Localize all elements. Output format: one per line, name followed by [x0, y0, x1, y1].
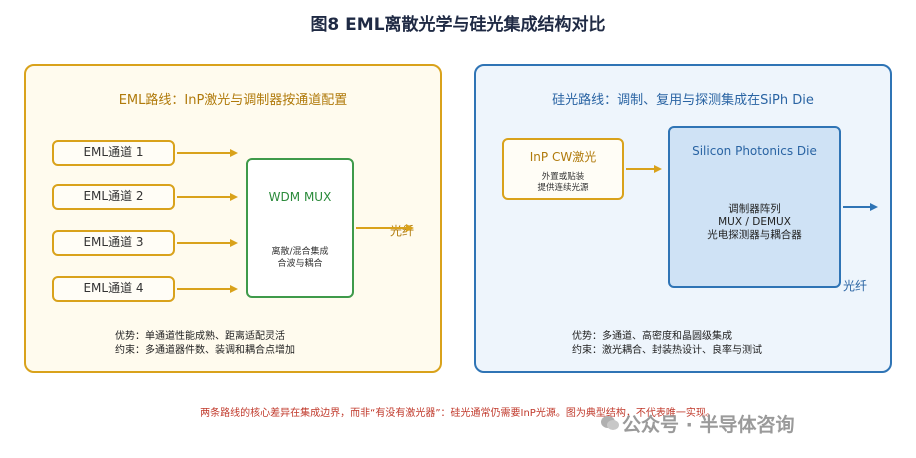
eml-constraint: 约束：多通道器件数、装调和耦合点增加 — [115, 345, 295, 356]
wdm-mux-title: WDM MUX — [268, 190, 332, 204]
siph-notes: 优势：多通道、高密度和晶圆级集成 约束：激光耦合、封装热设计、良率与测试 — [572, 330, 762, 358]
eml-notes: 优势：单通道性能成熟、距离适配灵活 约束：多通道器件数、装调和耦合点增加 — [115, 330, 295, 358]
eml-panel-heading: EML路线：InP激光与调制器按通道配置 — [118, 93, 348, 108]
siph-panel-heading: 硅光路线：调制、复用与探测集成在SiPh Die — [552, 93, 814, 108]
siph-constraint: 约束：激光耦合、封装热设计、良率与测试 — [572, 345, 762, 356]
inp-laser-line-1: 外置或贴装 — [541, 172, 585, 182]
siph-die-box — [668, 126, 841, 288]
eml-channel-2: EML通道 2 — [52, 184, 175, 210]
wdm-mux-description: 离散/混合集成 合波与耦合 — [246, 246, 354, 270]
figure-title: 图8 EML离散光学与硅光集成结构对比 — [310, 15, 606, 35]
wdm-mux-line-1: 离散/混合集成 — [271, 247, 329, 257]
siph-die-title: Silicon Photonics Die — [692, 144, 817, 158]
wdm-mux-box — [246, 158, 354, 298]
siph-die-description: 调制器阵列 MUX / DEMUX 光电探测器与耦合器 — [668, 203, 841, 242]
wdm-mux-line-2: 合波与耦合 — [277, 259, 323, 269]
siph-advantage: 优势：多通道、高密度和晶圆级集成 — [572, 331, 732, 342]
inp-laser-line-2: 提供连续光源 — [537, 183, 589, 193]
die-line-3: 光电探测器与耦合器 — [707, 229, 802, 241]
die-line-1: 调制器阵列 — [728, 203, 781, 215]
die-line-2: MUX / DEMUX — [718, 216, 791, 228]
eml-channel-3: EML通道 3 — [52, 230, 175, 256]
inp-laser-title: InP CW激光 — [529, 150, 597, 164]
eml-channel-1: EML通道 1 — [52, 140, 175, 166]
watermark: 公众号 · 半导体咨询 — [622, 414, 795, 436]
inp-laser-description: 外置或贴装 提供连续光源 — [502, 172, 624, 194]
inp-laser-box — [502, 138, 624, 200]
eml-advantage: 优势：单通道性能成熟、距离适配灵活 — [115, 331, 285, 342]
siph-fiber-label: 光纤 — [843, 279, 868, 293]
footnote: 两条路线的核心差异在集成边界，而非“有没有激光器”：硅光通常仍需要InP光源。图… — [200, 408, 716, 419]
eml-panel — [24, 64, 442, 373]
eml-channel-4: EML通道 4 — [52, 276, 175, 302]
wechat-icon — [601, 416, 619, 430]
